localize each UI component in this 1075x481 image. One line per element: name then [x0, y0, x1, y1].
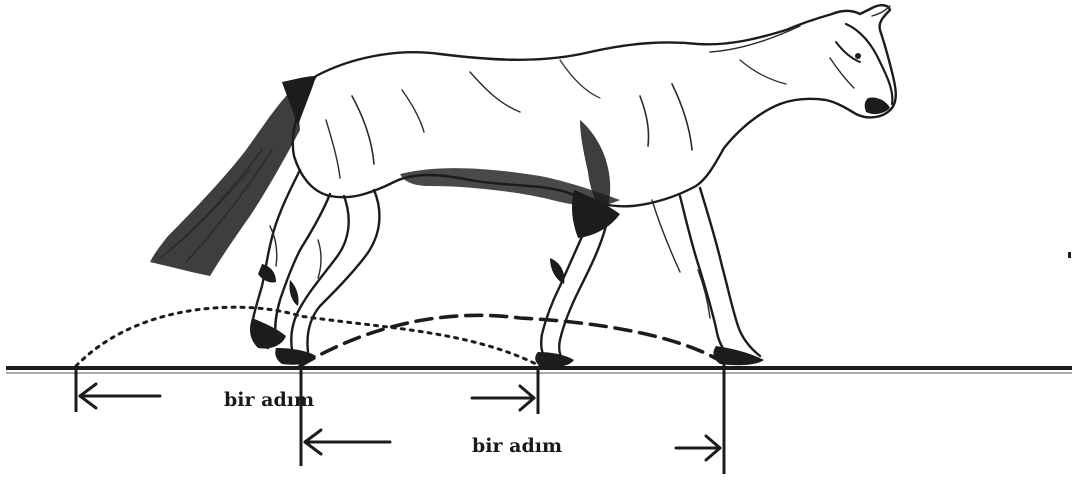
horse-body: [293, 5, 896, 238]
step-one-right-arrow: [472, 386, 534, 410]
step-one-left-arrow: [80, 384, 160, 408]
step-two-left-arrow: [305, 430, 390, 454]
step-two-label: bir adım: [472, 435, 562, 457]
horse-hind-legs: [250, 170, 379, 365]
step-two-right-arrow: [676, 436, 720, 460]
horse-tail: [150, 76, 316, 276]
horse-illustration: [150, 5, 896, 367]
dashed-hoof-trajectory: [300, 315, 722, 366]
step-one-label: bir adım: [224, 389, 314, 411]
horse-front-legs: [535, 188, 764, 367]
horse-head: [830, 6, 892, 114]
stray-mark: [1068, 252, 1071, 258]
